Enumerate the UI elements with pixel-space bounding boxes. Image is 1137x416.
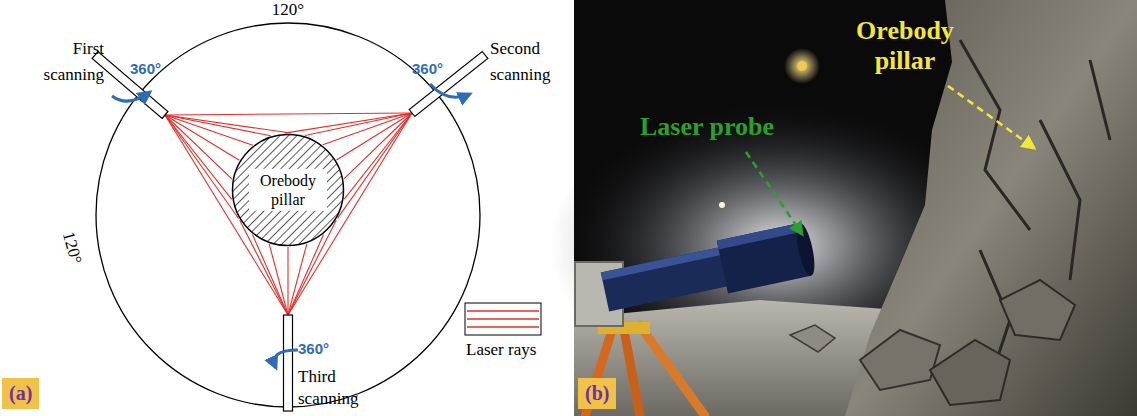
probe-bars [92, 52, 488, 412]
legend-sample [465, 303, 541, 335]
probe-bar [409, 52, 488, 117]
laser-ray [165, 115, 239, 218]
rubble [790, 325, 835, 352]
legend-box [465, 303, 541, 335]
scan-label: Second scanning [490, 36, 570, 89]
lamp [797, 61, 807, 71]
rotation-arrow [274, 350, 298, 368]
tripod [585, 322, 705, 416]
legend-ray [467, 310, 539, 311]
panel-tag: (a) [2, 378, 39, 409]
angle-label: 120° [263, 0, 313, 20]
scan-label: First scanning [20, 36, 104, 89]
rotation-arrow [430, 84, 470, 97]
legend-ray [467, 326, 539, 327]
legend-entry: Laser rays [466, 340, 536, 360]
scan-label: Third scanning [298, 366, 368, 410]
laser-probe [599, 222, 818, 319]
photo-callout: Orebody pillar [830, 16, 980, 76]
laser-ray [288, 235, 324, 315]
tripod-leg [624, 330, 640, 416]
probe-highlight [717, 223, 802, 249]
panel-tag-text: (b) [585, 382, 609, 404]
laser-ray [165, 115, 232, 199]
rotation-arrows [112, 84, 470, 368]
rotation-label: 360° [130, 60, 161, 77]
probe-lens [793, 222, 818, 278]
laser-ray [285, 113, 412, 133]
rock-wall [845, 0, 1137, 416]
angle-label-text: 120° [272, 0, 304, 19]
probe-bar [92, 52, 168, 119]
lamp-glow [784, 48, 820, 84]
scan-circle [96, 23, 480, 407]
photo-callout: Laser probe [640, 112, 774, 142]
tripod-leg [640, 326, 705, 416]
rubble [1000, 280, 1075, 340]
rotation-label: 360° [298, 340, 329, 357]
laser-ray [336, 113, 412, 160]
rubble [930, 340, 1010, 405]
legend-text: Laser rays [466, 340, 536, 359]
rock-cracks [960, 40, 1110, 380]
angle-label-text: 120° [59, 230, 86, 266]
scan-label-text: First scanning [44, 39, 104, 84]
laser-ray [344, 113, 412, 199]
tripod-leg [585, 330, 612, 416]
lamp [719, 202, 725, 208]
pillar-label: Orebody pillar [249, 169, 327, 211]
rotation-label: 360° [412, 60, 443, 77]
rotation-arrow [112, 92, 150, 101]
orebody-pillar-circle: Orebody pillar [231, 133, 345, 247]
laser-ray [165, 115, 291, 133]
laser-ray [287, 247, 288, 315]
probe-body [601, 246, 732, 311]
leader-line [948, 86, 1034, 148]
rotation-label-text: 360° [298, 340, 329, 357]
laser-ray [337, 113, 412, 218]
scan-label-text: Second scanning [490, 39, 550, 84]
panel-tag: (b) [578, 378, 616, 409]
laser-rays [165, 113, 412, 315]
rotation-label-text: 360° [130, 60, 161, 77]
laser-ray [165, 113, 412, 115]
laser-ray [252, 235, 288, 315]
legend-ray [467, 318, 539, 319]
pillar-hatch [233, 135, 344, 246]
scan-label-text: Third scanning [298, 367, 358, 408]
leader-line [746, 152, 802, 234]
angle-label: 120° [57, 226, 86, 270]
panel-tag-text: (a) [9, 382, 32, 404]
mine-photo [550, 0, 1137, 416]
laser-ray [165, 115, 271, 136]
laser-ray [288, 244, 307, 315]
probe-bar [284, 315, 293, 411]
rotation-label-text: 360° [412, 60, 443, 77]
photo-callout-text: Orebody pillar [856, 16, 954, 75]
probe-highlight [601, 246, 725, 280]
photo-callout-text: Laser probe [640, 112, 774, 141]
rubble [860, 330, 940, 390]
